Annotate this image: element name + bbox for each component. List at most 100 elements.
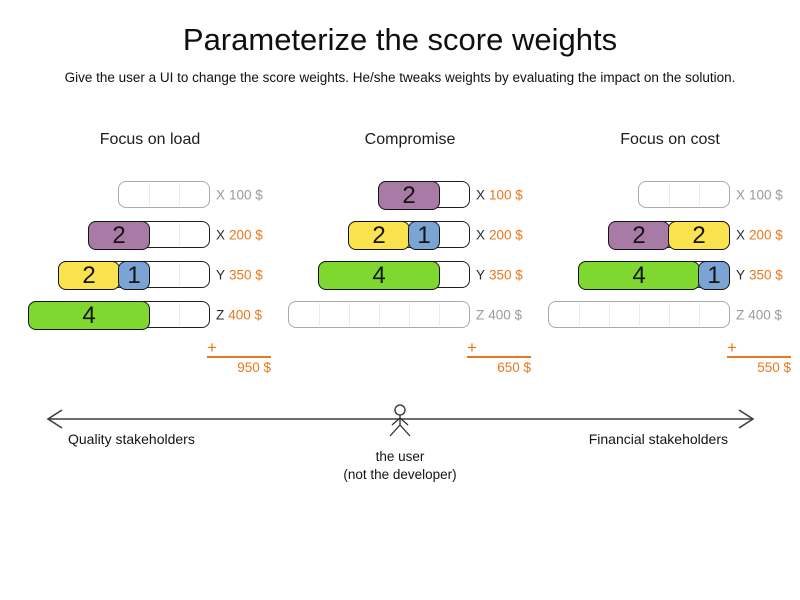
user-label-line2: (not the developer) [343, 467, 457, 482]
sum-total: 550 $ [757, 360, 791, 375]
unit-divider [669, 303, 670, 326]
unit-divider [379, 303, 380, 326]
row-cost-label: 400 $ [488, 307, 523, 322]
weight-block-purple: 2 [378, 181, 440, 210]
user-stick-figure-icon [389, 404, 411, 437]
sum-total: 650 $ [497, 360, 531, 375]
sum-line: + [467, 338, 531, 358]
column-title: Compromise [364, 131, 456, 148]
plus-icon: + [467, 338, 477, 357]
row-resource-label: X [216, 187, 226, 202]
row-resource-label: X [476, 227, 486, 242]
row-resource-label: Z [476, 307, 485, 322]
column-sum: + 650 $ [467, 338, 531, 375]
plus-icon: + [207, 338, 217, 357]
unit-divider [699, 183, 700, 206]
row-cost-label: 100 $ [229, 187, 263, 202]
weight-block-yellow: 2 [58, 261, 120, 290]
row-cost-label: 400 $ [228, 307, 263, 322]
unit-divider [149, 183, 150, 206]
axis-left-label: Quality stakeholders [68, 431, 195, 447]
row-resource-label: Y [216, 267, 226, 282]
page-subtitle: Give the user a UI to change the score w… [64, 70, 736, 85]
weight-track [638, 181, 730, 208]
weight-block-green: 4 [578, 261, 700, 290]
weight-track [548, 301, 730, 328]
unit-divider [179, 303, 180, 326]
weight-track [118, 181, 210, 208]
column-sum: + 550 $ [727, 338, 791, 375]
sum-total: 950 $ [237, 360, 271, 375]
sum-line: + [207, 338, 271, 358]
plus-icon: + [727, 338, 737, 357]
weight-block-blue: 1 [408, 221, 440, 250]
weight-track [288, 301, 470, 328]
unit-divider [439, 303, 440, 326]
weight-track: 2 [378, 181, 470, 210]
column-title: Focus on load [99, 131, 201, 148]
weight-track: 4 [318, 261, 470, 290]
weight-block-green: 4 [28, 301, 150, 330]
row-cost-label: 200 $ [749, 227, 783, 242]
unit-divider [319, 303, 320, 326]
unit-divider [639, 303, 640, 326]
unit-divider [349, 303, 350, 326]
row-resource-label: X [736, 187, 746, 202]
weight-track: 4 [28, 301, 210, 330]
axis-right-label: Financial stakeholders [588, 431, 728, 447]
stakeholder-axis [46, 404, 755, 437]
row-cost-label: 100 $ [749, 187, 783, 202]
unit-divider [699, 303, 700, 326]
row-cost-label: 350 $ [229, 267, 263, 282]
weight-track: 2 [88, 221, 210, 250]
weight-block-purple: 2 [608, 221, 670, 250]
row-cost-label: 100 $ [489, 187, 523, 202]
row-resource-label: X [736, 227, 746, 242]
row-resource-label: Z [736, 307, 745, 322]
row-resource-label: Y [476, 267, 486, 282]
row-cost-label: 200 $ [229, 227, 263, 242]
unit-divider [179, 183, 180, 206]
unit-divider [669, 183, 670, 206]
row-resource-label: Z [216, 307, 225, 322]
unit-divider [179, 223, 180, 246]
row-cost-label: 200 $ [489, 227, 523, 242]
unit-divider [579, 303, 580, 326]
page-title: Parameterize the score weights [182, 22, 618, 57]
unit-divider [409, 303, 410, 326]
weight-block-yellow: 2 [668, 221, 730, 250]
row-cost-label: 350 $ [489, 267, 523, 282]
weight-block-purple: 2 [88, 221, 150, 250]
weight-block-blue: 1 [698, 261, 730, 290]
weight-block-blue: 1 [118, 261, 150, 290]
unit-divider [179, 263, 180, 286]
column-title: Focus on cost [620, 131, 720, 148]
